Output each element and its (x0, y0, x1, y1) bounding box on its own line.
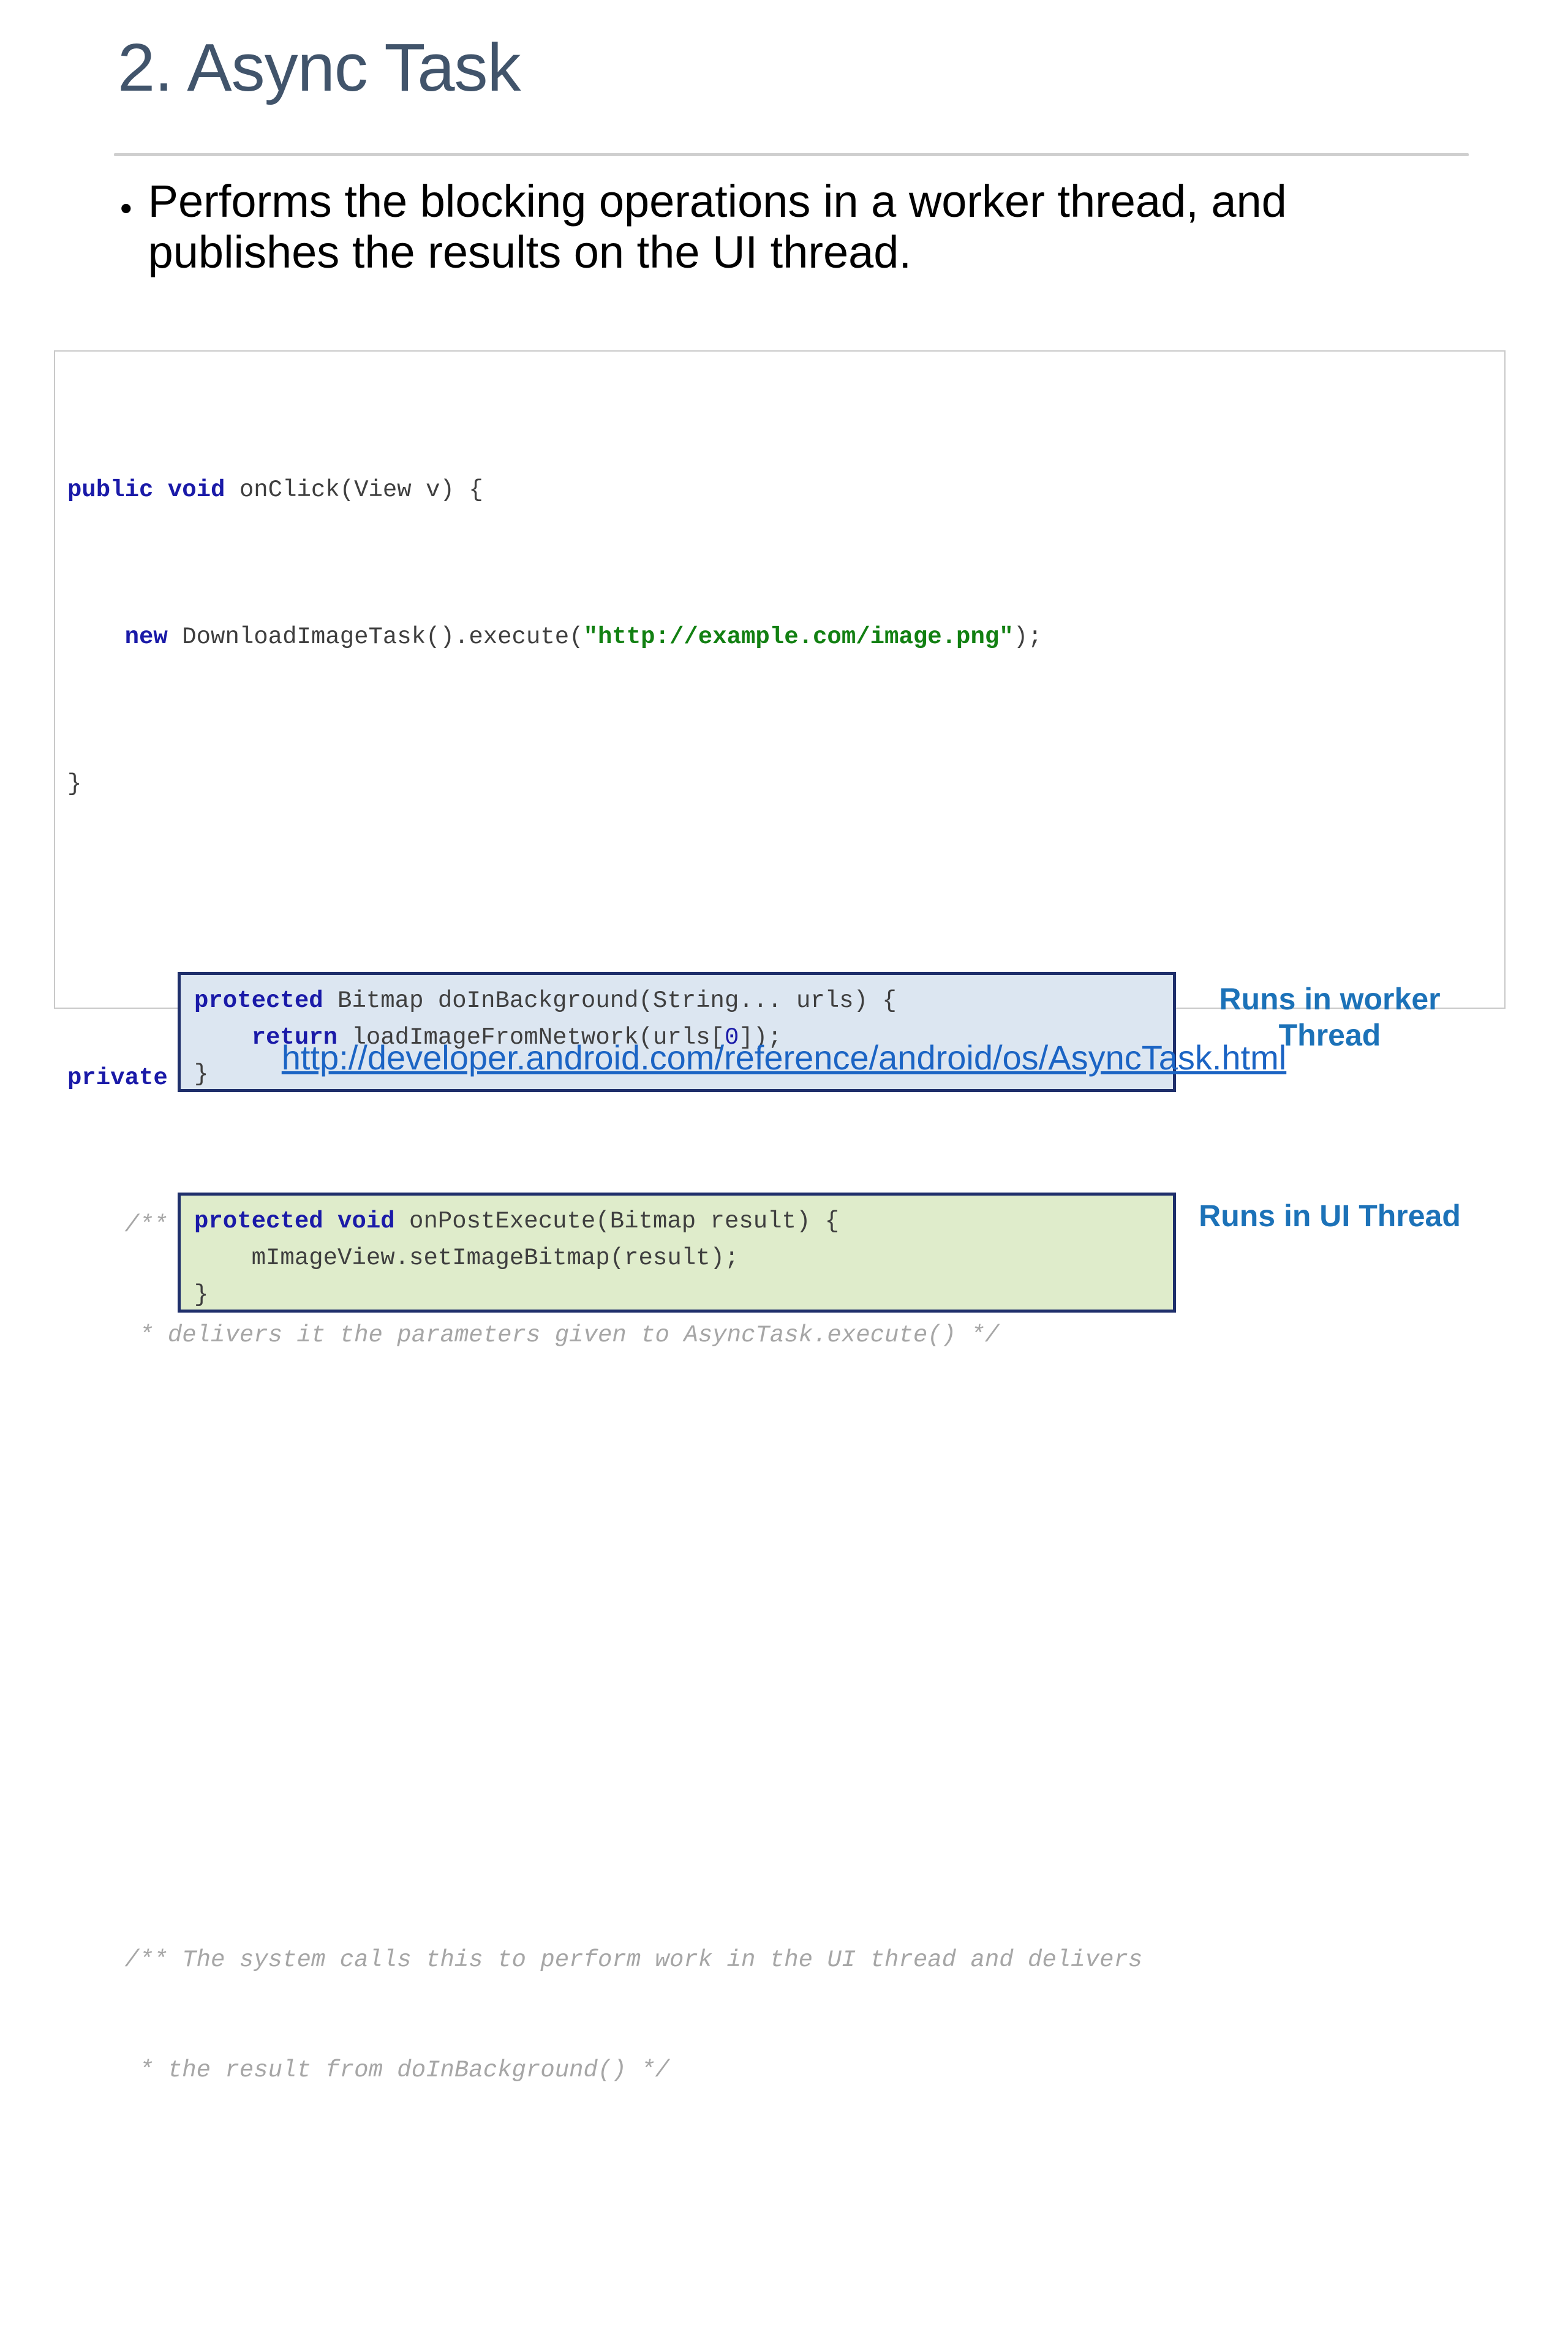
code-comment-ui-line1: /** The system calls this to perform wor… (67, 1947, 1143, 1973)
code-keyword: public void (67, 477, 225, 503)
annotation-runs-in-ui-thread: Runs in UI Thread (1199, 1199, 1461, 1233)
code-text: } (194, 1281, 209, 1308)
bullet-text: Performs the blocking operations in a wo… (148, 176, 1287, 277)
code-line-close-onclick: } (67, 771, 82, 797)
code-spacer-worker-box-1 (67, 1464, 1498, 1501)
code-keyword: protected (194, 987, 323, 1014)
highlight-box-worker-thread: protected Bitmap doInBackground(String..… (178, 972, 1176, 1092)
code-line-execute: new DownloadImageTask().execute("http://… (67, 619, 1498, 655)
code-indent (67, 624, 125, 650)
bullet-item: • Performs the blocking operations in a … (120, 176, 1455, 278)
code-comment-worker-line2: * delivers it the parameters given to As… (67, 1322, 1000, 1349)
code-spacer-ui-box-1 (67, 2199, 1498, 2236)
code-text: } (194, 1061, 209, 1088)
annotation-runs-in-worker-thread: Runs in worker Thread (1219, 982, 1441, 1052)
title-divider (114, 153, 1469, 156)
code-keyword: new (124, 624, 168, 650)
code-text: ]); (739, 1024, 782, 1051)
code-keyword: protected void (194, 1208, 395, 1235)
code-comment-ui-line2: * the result from doInBackground() */ (67, 2057, 669, 2084)
highlight-box-ui-thread: protected void onPostExecute(Bitmap resu… (178, 1193, 1176, 1313)
code-text: loadImageFromNetwork(urls[ (337, 1024, 725, 1051)
code-line-onclick-signature: public void onClick(View v) { (67, 472, 1498, 508)
code-listing: public void onClick(View v) { new Downlo… (67, 361, 1498, 2084)
page-title: 2. Async Task (118, 30, 521, 105)
code-text: DownloadImageTask().execute( (167, 624, 584, 650)
code-keyword: return (251, 1024, 338, 1051)
code-blank-line (67, 1795, 1498, 1831)
asynctask-reference-link[interactable]: http://developer.android.com/reference/a… (281, 1038, 1287, 1077)
code-text: onPostExecute(Bitmap result) { (394, 1208, 840, 1235)
code-string-literal: "http://example.com/image.png" (583, 624, 1014, 650)
code-text: onClick(View v) { (225, 477, 483, 503)
slide-canvas: 2. Async Task • Performs the blocking op… (54, 30, 1506, 2084)
code-number-literal: 0 (724, 1024, 739, 1051)
code-text: Bitmap doInBackground(String... urls) { (323, 987, 897, 1014)
code-spacer-worker-box-3 (67, 1684, 1498, 1721)
code-spacer-worker-box-2 (67, 1574, 1498, 1611)
code-listing-container: public void onClick(View v) { new Downlo… (54, 350, 1506, 2084)
bullet-marker-icon: • (120, 189, 132, 227)
code-text: mImageView.setImageBitmap(result); (194, 1245, 739, 1272)
code-blank-line (67, 913, 1498, 949)
code-spacer-ui-box-2 (67, 2309, 1498, 2346)
code-text: ); (1013, 624, 1042, 650)
